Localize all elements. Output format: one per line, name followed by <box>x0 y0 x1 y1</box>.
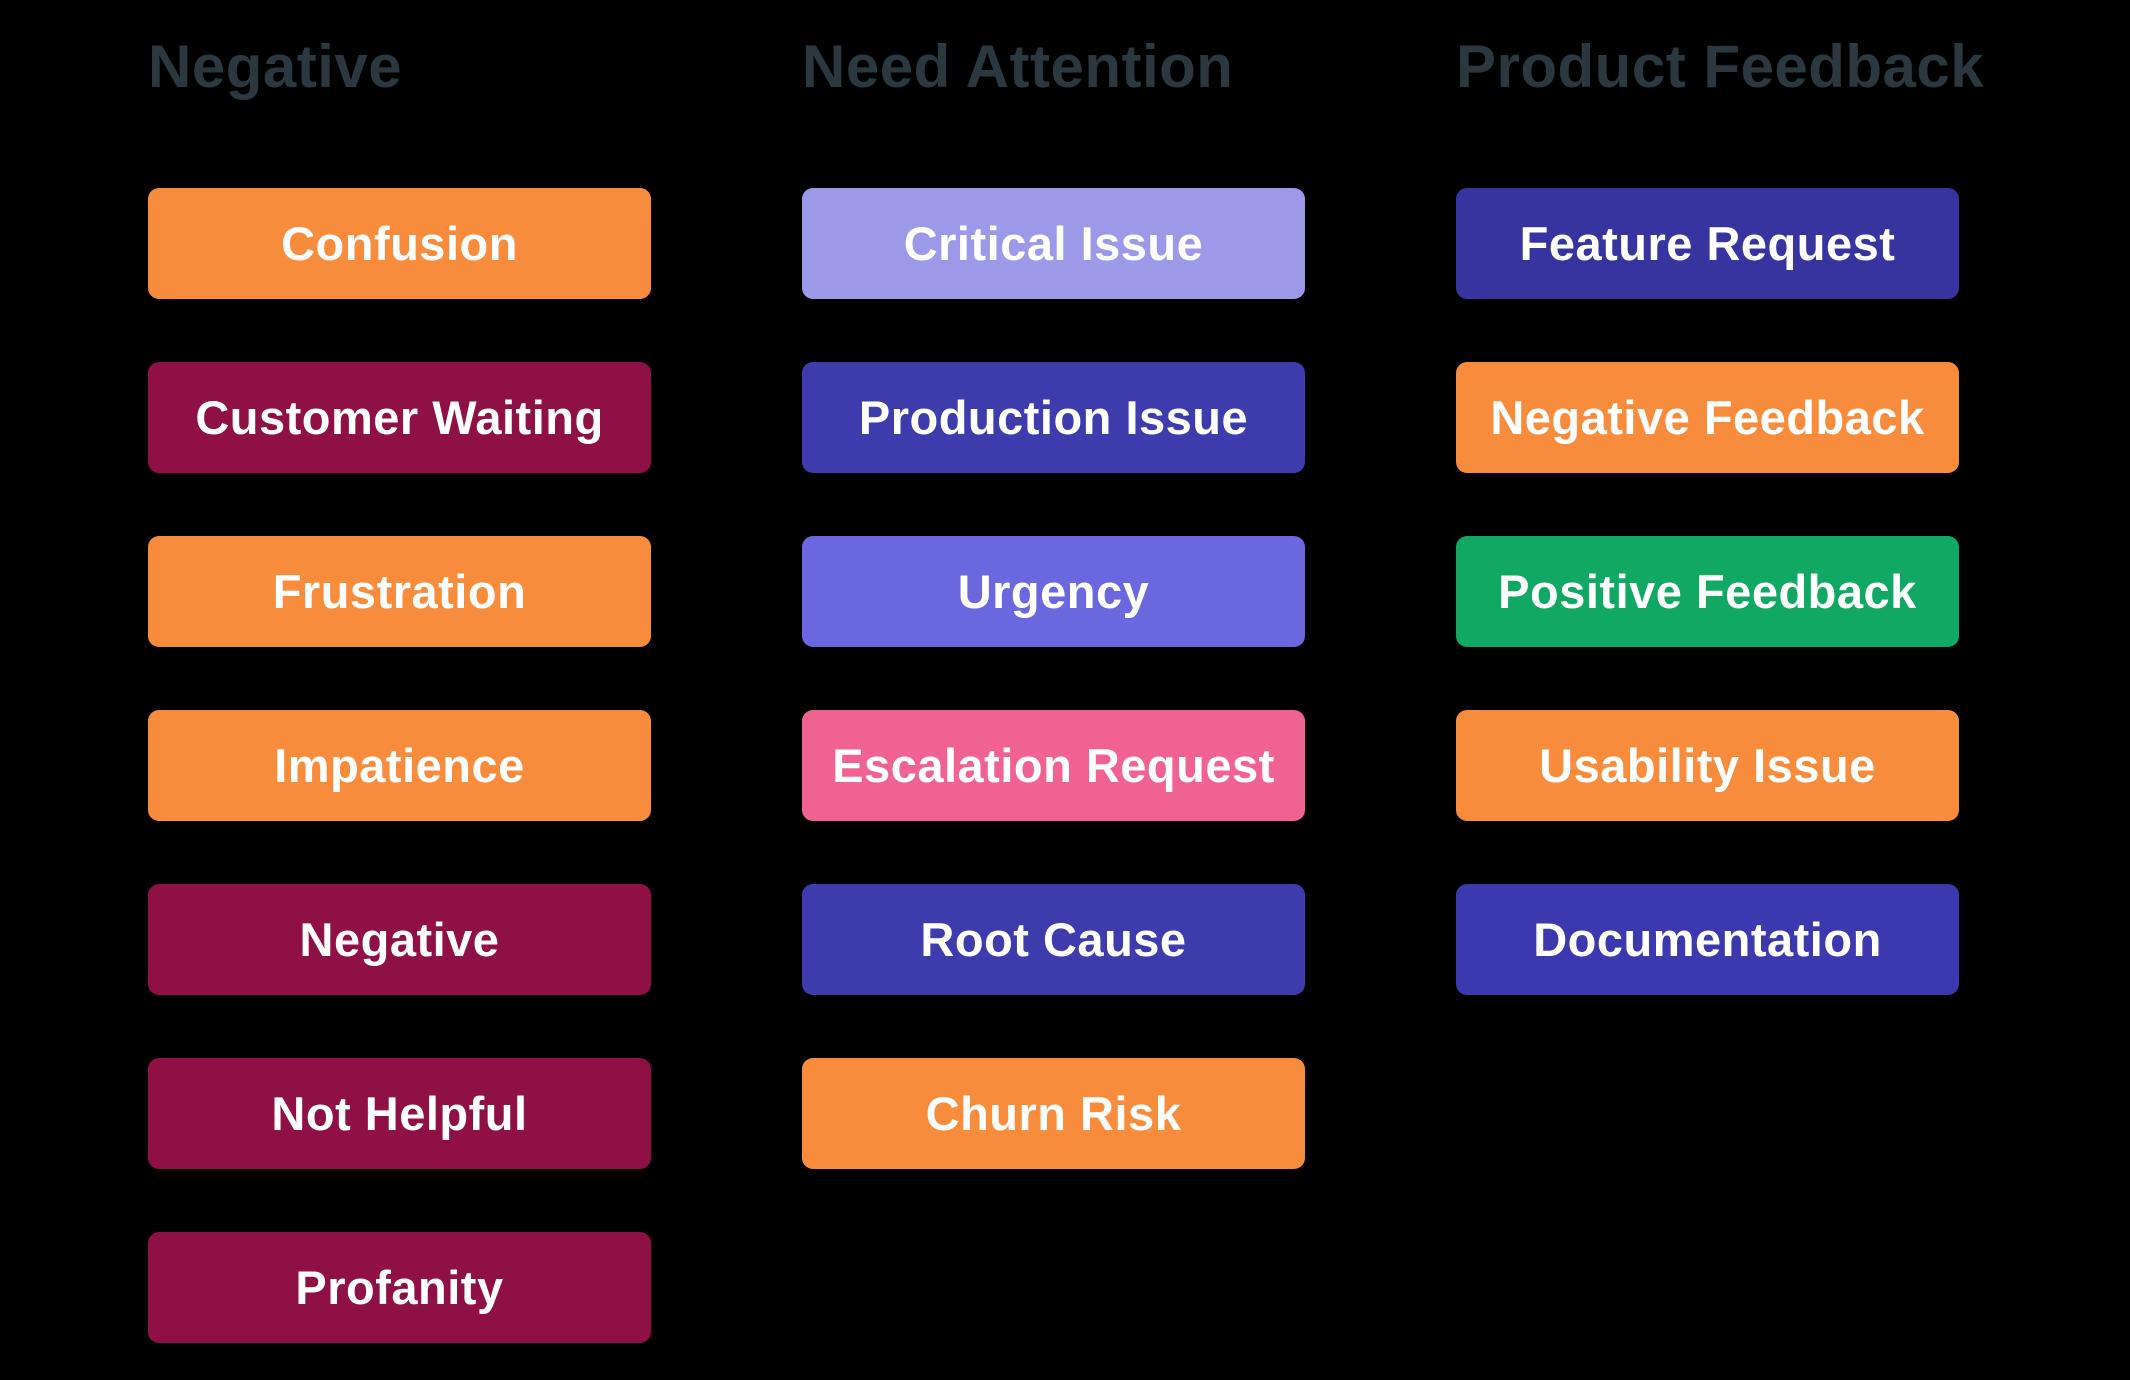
tag-usability-issue[interactable]: Usability Issue <box>1456 710 1959 821</box>
column-negative: Negative Confusion Customer Waiting Frus… <box>148 30 651 1343</box>
tag-escalation-request[interactable]: Escalation Request <box>802 710 1305 821</box>
tag-churn-risk[interactable]: Churn Risk <box>802 1058 1305 1169</box>
tag-list: Confusion Customer Waiting Frustration I… <box>148 188 651 1343</box>
tag-profanity[interactable]: Profanity <box>148 1232 651 1343</box>
tag-impatience[interactable]: Impatience <box>148 710 651 821</box>
tag-not-helpful[interactable]: Not Helpful <box>148 1058 651 1169</box>
tag-frustration[interactable]: Frustration <box>148 536 651 647</box>
tag-list: Critical Issue Production Issue Urgency … <box>802 188 1305 1169</box>
column-product-feedback: Product Feedback Feature Request Negativ… <box>1456 30 1985 1343</box>
tag-urgency[interactable]: Urgency <box>802 536 1305 647</box>
tag-feature-request[interactable]: Feature Request <box>1456 188 1959 299</box>
tag-negative[interactable]: Negative <box>148 884 651 995</box>
tag-board: Negative Confusion Customer Waiting Frus… <box>148 30 1985 1343</box>
tag-critical-issue[interactable]: Critical Issue <box>802 188 1305 299</box>
column-title-negative: Negative <box>148 33 403 100</box>
tag-list: Feature Request Negative Feedback Positi… <box>1456 188 1959 995</box>
tag-root-cause[interactable]: Root Cause <box>802 884 1305 995</box>
tag-documentation[interactable]: Documentation <box>1456 884 1959 995</box>
tag-positive-feedback[interactable]: Positive Feedback <box>1456 536 1959 647</box>
tag-confusion[interactable]: Confusion <box>148 188 651 299</box>
column-title-product-feedback: Product Feedback <box>1456 33 1985 100</box>
tag-production-issue[interactable]: Production Issue <box>802 362 1305 473</box>
column-need-attention: Need Attention Critical Issue Production… <box>802 30 1305 1343</box>
tag-customer-waiting[interactable]: Customer Waiting <box>148 362 651 473</box>
column-title-need-attention: Need Attention <box>802 33 1234 100</box>
tag-negative-feedback[interactable]: Negative Feedback <box>1456 362 1959 473</box>
